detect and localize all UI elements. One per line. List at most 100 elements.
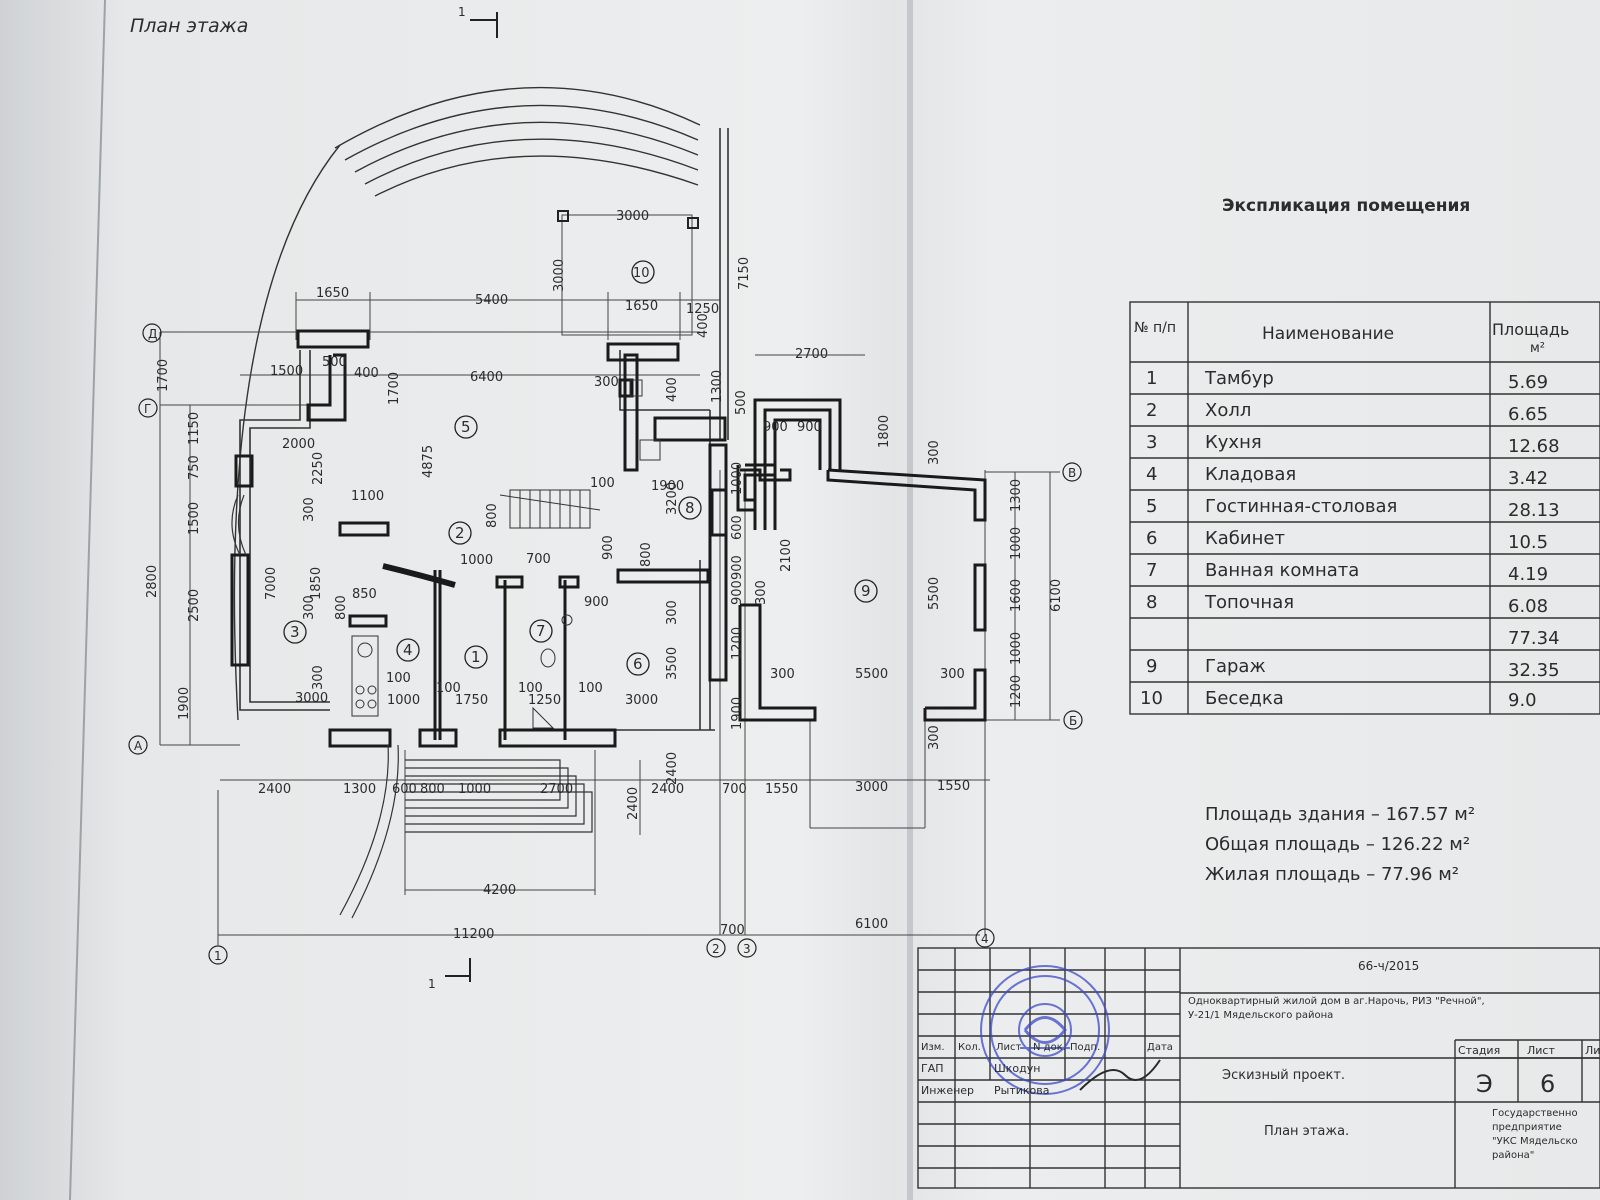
room-marker-1: 1 (471, 648, 481, 666)
dim-label: 1200 (730, 627, 745, 660)
dim-label: 300 (940, 667, 965, 682)
row-num: 10 (1140, 688, 1163, 709)
room-marker-4: 4 (403, 641, 413, 659)
staircase (499, 489, 601, 529)
dim-label: 300 (665, 600, 680, 625)
dim-label: 1700 (156, 359, 171, 392)
col-header-rev: Изм. (921, 1042, 945, 1053)
row-area: 10.5 (1508, 532, 1549, 553)
dim-label: 1900 (651, 479, 684, 494)
row-area: 12.68 (1508, 436, 1560, 457)
dim-label: 1850 (309, 567, 324, 600)
dim-label: 600 (392, 782, 417, 797)
document-code: 66-ч/2015 (1358, 959, 1420, 973)
row-num: 8 (1146, 592, 1158, 613)
dim-label: 800 (485, 503, 500, 528)
kitchen-fixtures (351, 379, 661, 729)
role-gap: ГАП (921, 1062, 944, 1075)
dim-label: 1000 (460, 553, 493, 568)
dim-label: 1800 (877, 415, 892, 448)
axis-1: 1 (214, 949, 222, 963)
dim-label: 3500 (665, 647, 680, 680)
role-engineer: Инженер (921, 1084, 975, 1097)
dim-label: 500 (734, 390, 749, 415)
row-area: 77.34 (1508, 628, 1560, 649)
axis-3: 3 (743, 942, 751, 956)
organization-line1: Государственно (1492, 1108, 1578, 1119)
living-area: Жилая площадь – 77.96 м² (1205, 864, 1459, 885)
total-area: Общая площадь – 126.22 м² (1205, 834, 1471, 855)
row-area: 32.35 (1508, 660, 1560, 681)
dim-label: 400 (696, 313, 711, 338)
row-area: 6.08 (1508, 596, 1549, 617)
dim-label: 1200 (1009, 675, 1024, 708)
dim-label: 800 (420, 782, 445, 797)
dim-label: 5500 (855, 667, 888, 682)
dim-label: 300 (311, 665, 326, 690)
dim-label: 2400 (626, 787, 641, 820)
stage-label: Стадия (1458, 1044, 1501, 1057)
section-mark-top-label: 1 (458, 5, 466, 19)
bay-window (231, 494, 247, 556)
dim-label: 700 (720, 923, 745, 938)
dim-label: 1150 (187, 412, 202, 445)
dim-label: 7150 (737, 257, 752, 290)
dim-label: 2400 (665, 752, 680, 785)
dim-label: 1650 (625, 299, 658, 314)
organization-line3: "УКС Мядельско (1492, 1136, 1578, 1147)
gazebo-outline (561, 214, 693, 336)
dim-label: 300 (594, 375, 619, 390)
dim-label: 300 (927, 725, 942, 750)
row-num: 1 (1146, 368, 1158, 389)
dim-label: 1500 (270, 364, 303, 379)
dim-label: 400 (665, 377, 680, 402)
row-name: Кухня (1205, 432, 1262, 453)
sheets-label: Ли (1585, 1044, 1600, 1057)
row-num: 7 (1146, 560, 1158, 581)
dim-label: 2250 (311, 452, 326, 485)
dim-label: 5400 (475, 293, 508, 308)
dim-label: 900 (763, 420, 788, 435)
row-name: Холл (1205, 400, 1252, 421)
room-marker-8: 8 (685, 499, 695, 517)
dim-label: 1650 (316, 286, 349, 301)
dim-label: 1250 (686, 302, 719, 317)
axis-marker-labels: 1 2 3 4 А Б В Г Д (134, 327, 1077, 963)
row-name: Ванная комната (1205, 560, 1360, 581)
sheet-title: План этажа (130, 15, 248, 37)
dim-label: 850 (352, 587, 377, 602)
row-name: Гостинная-столовая (1205, 496, 1398, 517)
dim-label: 2700 (540, 782, 573, 797)
dim-label: 2500 (187, 589, 202, 622)
dim-label: 1600 (1009, 579, 1024, 612)
dim-label: 3000 (295, 691, 328, 706)
row-area: 9.0 (1508, 690, 1537, 711)
project-title-line2: У-21/1 Мядельского района (1188, 1010, 1334, 1021)
dim-label: 1550 (765, 782, 798, 797)
dim-label: 3000 (625, 693, 658, 708)
col-header-qty: Кол. (958, 1042, 981, 1053)
dim-label: 1250 (528, 693, 561, 708)
dim-label: 6100 (1049, 579, 1064, 612)
dim-label: 5500 (927, 577, 942, 610)
row-area: 4.19 (1508, 564, 1549, 585)
room-marker-7: 7 (536, 622, 546, 640)
row-num: 4 (1146, 464, 1158, 485)
explication-table-grid (1129, 301, 1600, 715)
row-name: Гараж (1205, 656, 1266, 677)
dim-label: 1300 (710, 370, 725, 403)
dim-label: 300 (302, 595, 317, 620)
room-markers (283, 260, 878, 676)
dim-label: 100 (436, 681, 461, 696)
axis-markers (128, 323, 1083, 965)
explication-header-num: № п/п (1134, 320, 1177, 336)
building-area-total: Площадь здания – 167.57 м² (1205, 804, 1476, 825)
dim-label: 2700 (795, 347, 828, 362)
dim-label: 2100 (779, 539, 794, 572)
dim-label: 6400 (470, 370, 503, 385)
dim-label: 1750 (455, 693, 488, 708)
explication-header-unit: м² (1530, 341, 1546, 356)
col-header-sign: Подп. (1070, 1042, 1101, 1053)
dim-label: 2400 (651, 782, 684, 797)
